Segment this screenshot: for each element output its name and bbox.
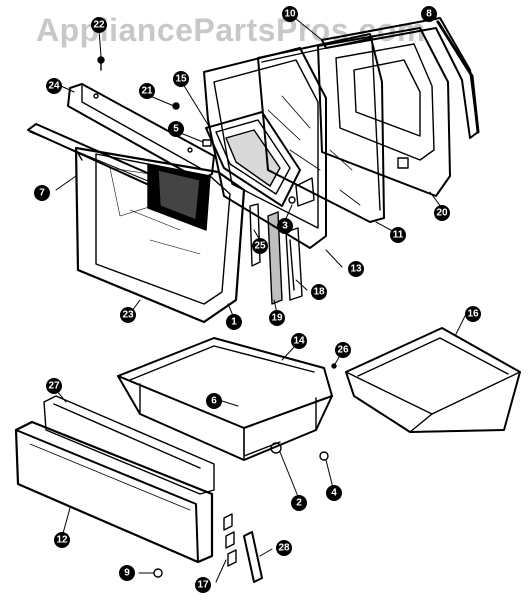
fasteners <box>97 56 296 204</box>
callout-23: 23 <box>120 307 136 323</box>
outer-door-panel <box>257 33 385 223</box>
svg-text:17: 17 <box>197 580 209 591</box>
svg-text:20: 20 <box>436 208 448 219</box>
callout-17: 17 <box>195 577 211 593</box>
svg-text:9: 9 <box>124 568 130 579</box>
drawer-front <box>14 395 215 564</box>
drawer-clip <box>153 363 337 583</box>
svg-text:2: 2 <box>296 498 302 509</box>
svg-text:25: 25 <box>254 241 266 252</box>
svg-text:4: 4 <box>331 488 337 499</box>
callout-15: 15 <box>173 71 189 87</box>
callout-19: 19 <box>269 310 285 326</box>
callout-7: 7 <box>34 185 50 201</box>
svg-text:6: 6 <box>211 396 217 407</box>
svg-text:8: 8 <box>426 9 432 20</box>
door-side-trim <box>249 203 303 305</box>
callout-24: 24 <box>46 78 62 94</box>
callout-13: 13 <box>348 261 364 277</box>
svg-text:13: 13 <box>350 264 362 275</box>
callout-12: 12 <box>54 532 70 548</box>
svg-text:21: 21 <box>141 86 153 97</box>
callout-22: 22 <box>91 17 107 33</box>
svg-text:7: 7 <box>39 188 45 199</box>
svg-text:11: 11 <box>393 230 404 241</box>
callout-6: 6 <box>206 393 222 409</box>
svg-text:14: 14 <box>293 336 305 347</box>
callout-10: 10 <box>282 6 298 22</box>
svg-text:26: 26 <box>337 345 349 356</box>
svg-text:1: 1 <box>231 317 237 328</box>
callout-5: 5 <box>168 121 184 137</box>
inner-door-frame <box>317 27 451 197</box>
svg-text:24: 24 <box>48 81 60 92</box>
callout-25: 25 <box>252 238 268 254</box>
callout-3: 3 <box>277 218 293 234</box>
callout-26: 26 <box>335 342 351 358</box>
callout-20: 20 <box>434 205 450 221</box>
window-frame <box>205 111 301 207</box>
drawer-liner <box>345 327 521 433</box>
svg-text:19: 19 <box>271 313 283 324</box>
svg-text:16: 16 <box>467 309 479 320</box>
callout-16: 16 <box>465 306 481 322</box>
callout-2: 2 <box>291 495 307 511</box>
door-liner <box>203 47 327 249</box>
svg-text:15: 15 <box>175 74 187 85</box>
callout-14: 14 <box>291 333 307 349</box>
svg-text:22: 22 <box>93 20 105 31</box>
oven-door-glass <box>74 146 246 324</box>
svg-text:3: 3 <box>282 221 288 232</box>
svg-text:10: 10 <box>284 9 296 20</box>
callout-28: 28 <box>276 540 292 556</box>
door-gasket <box>321 17 480 139</box>
callout-9: 9 <box>119 565 135 581</box>
callout-4: 4 <box>326 485 342 501</box>
control-panel-trim <box>67 83 215 181</box>
storage-drawer <box>117 337 333 461</box>
callout-21: 21 <box>139 83 155 99</box>
svg-text:18: 18 <box>313 287 325 298</box>
callout-18: 18 <box>311 284 327 300</box>
svg-text:23: 23 <box>122 310 134 321</box>
callout-8: 8 <box>421 6 437 22</box>
svg-text:12: 12 <box>56 535 68 546</box>
svg-text:27: 27 <box>48 381 60 392</box>
svg-text:28: 28 <box>278 543 290 554</box>
callout-27: 27 <box>46 378 62 394</box>
callout-11: 11 <box>390 227 406 243</box>
callout-1: 1 <box>226 314 242 330</box>
svg-text:5: 5 <box>173 124 179 135</box>
